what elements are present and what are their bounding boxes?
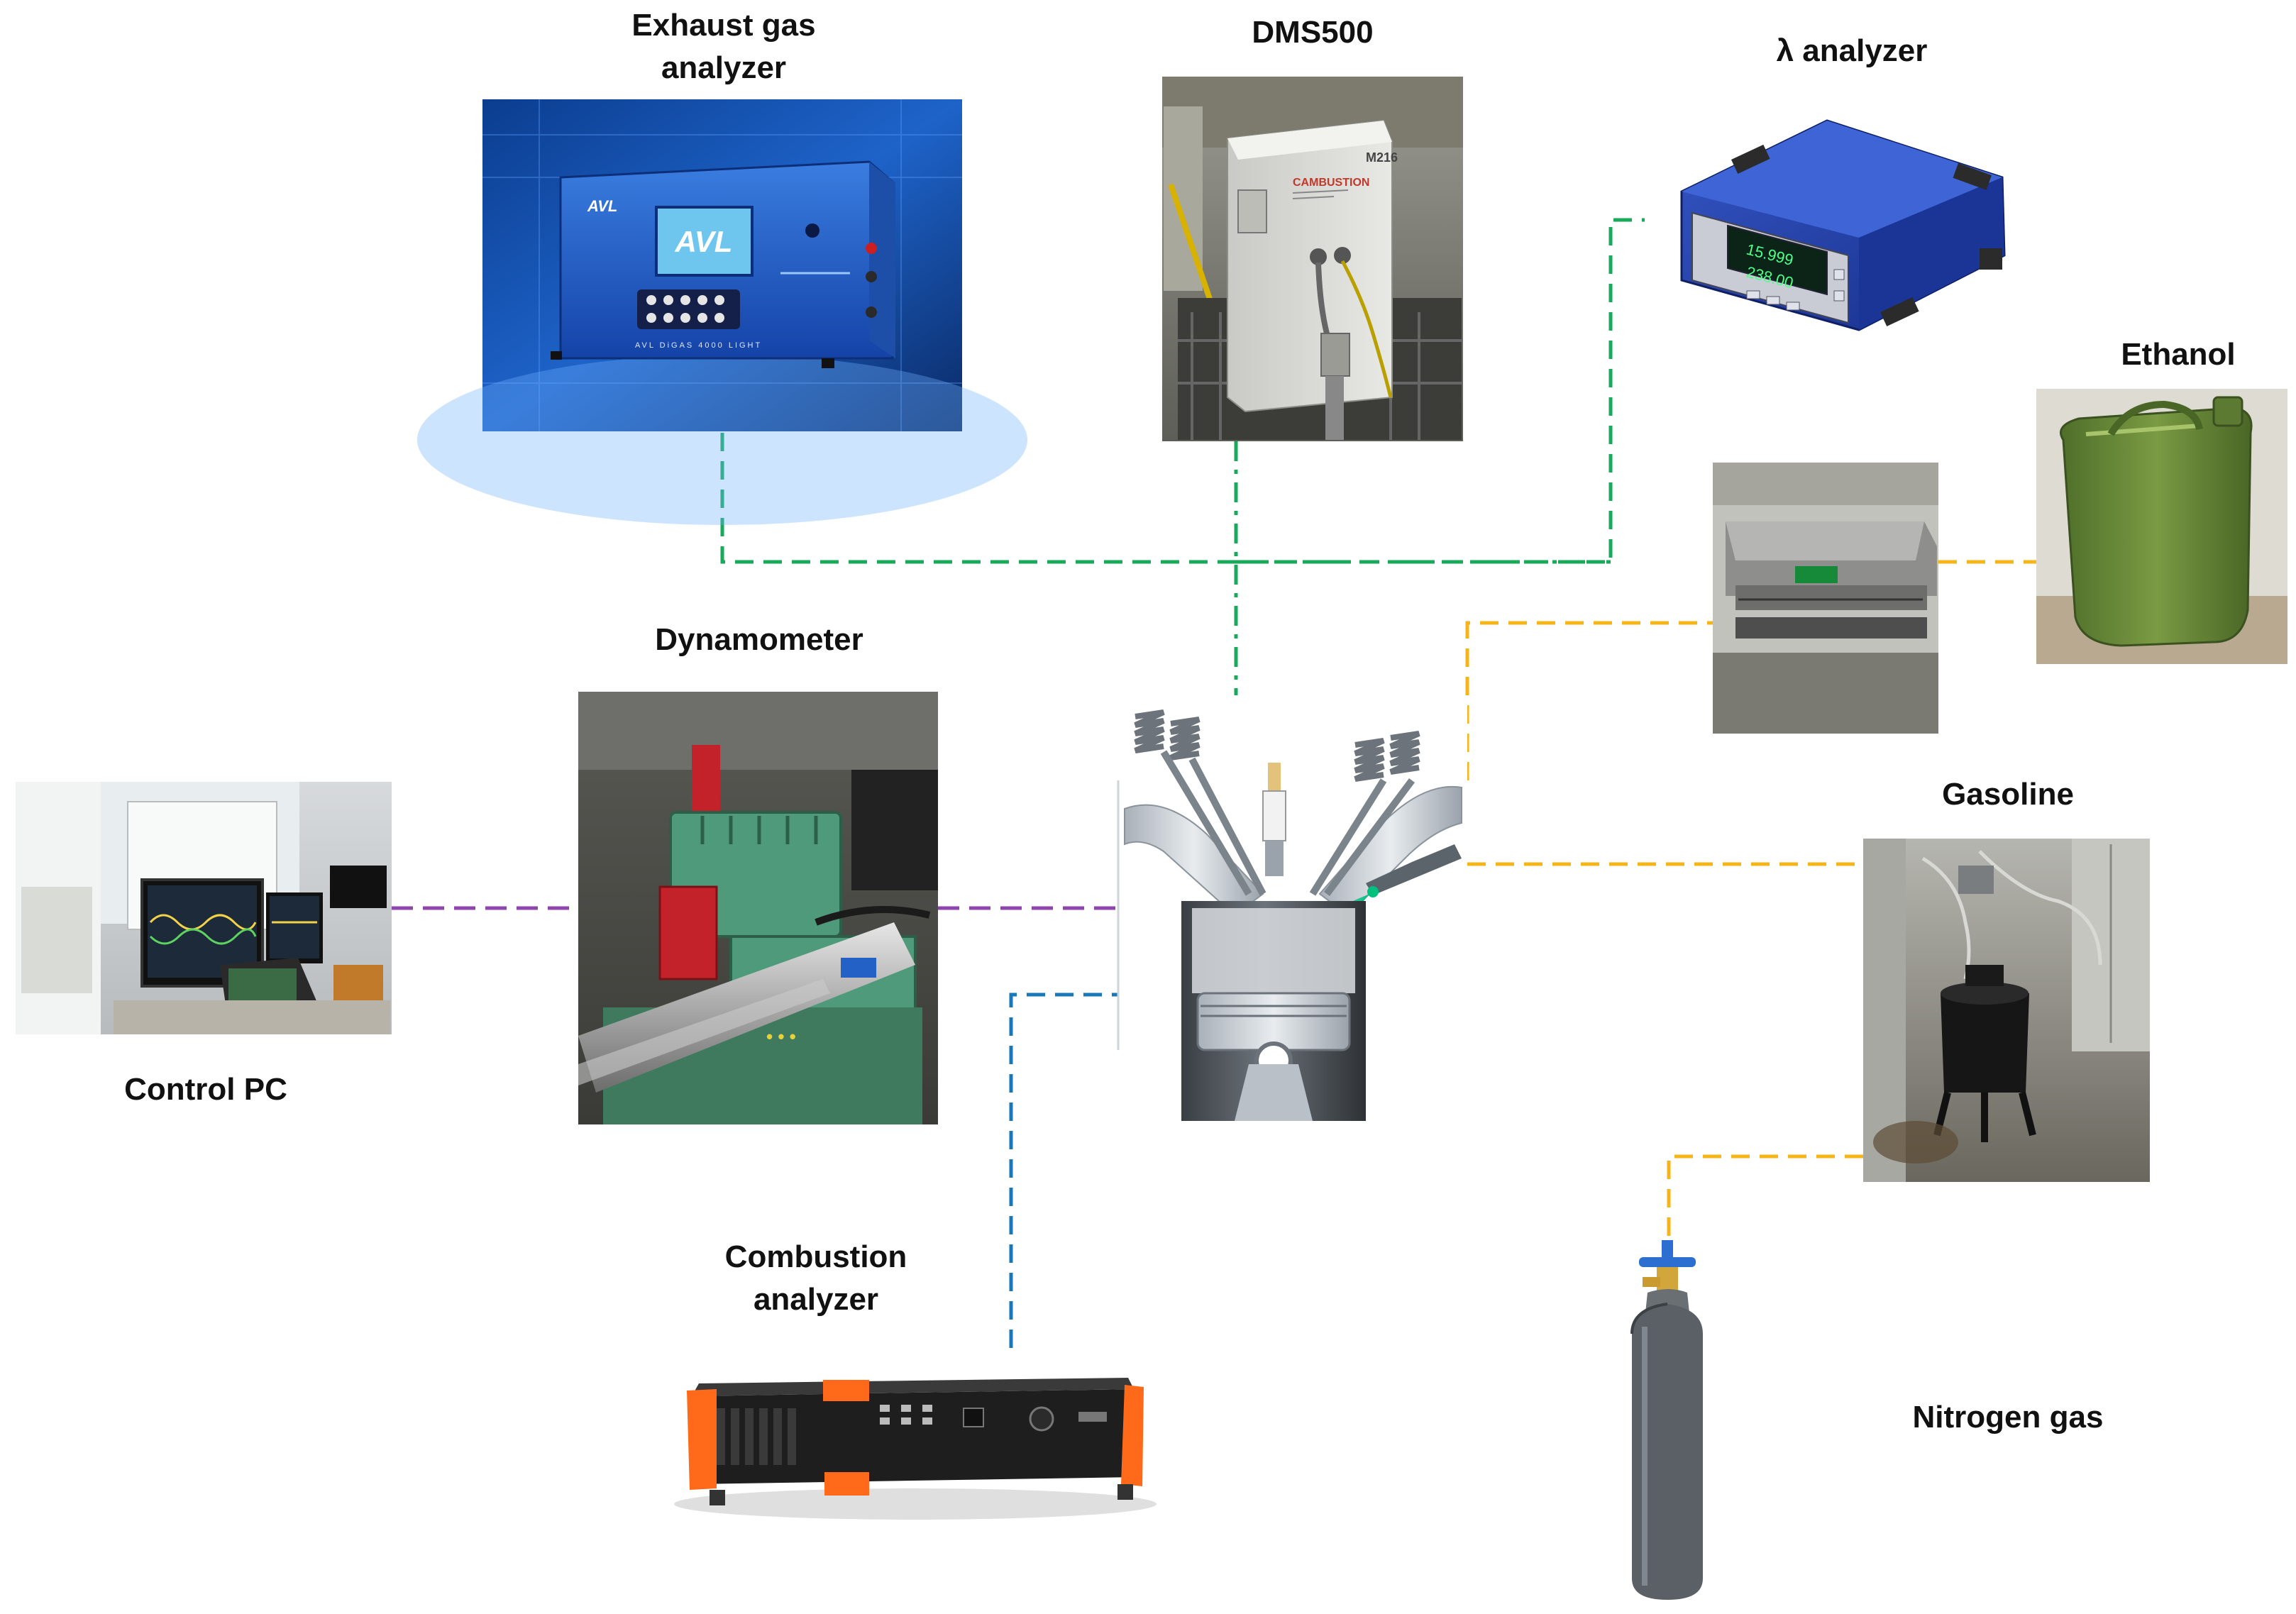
dynamometer-label: Dynamometer <box>655 622 863 657</box>
gasoline-tank-image <box>1863 839 2150 1182</box>
exhaust-label-line1: Exhaust gas <box>631 8 816 43</box>
dms500-label: DMS500 <box>1252 15 1374 50</box>
avl-screen-logo: AVL <box>675 225 733 258</box>
nitrogen-connection-line <box>1667 1154 1863 1236</box>
engine-cylinder-image <box>1117 695 1467 1121</box>
exhaust-label-line2: analyzer <box>661 50 787 85</box>
combustion-analyzer-label: Combustion analyzer <box>681 1236 951 1321</box>
exhaust-connection-line <box>720 218 1645 564</box>
exhaust-gas-analyzer-image: AVL AVL AVL DiGAS 4000 LIGHT <box>417 99 1027 525</box>
combustion-label-line2: analyzer <box>753 1282 879 1317</box>
avl-model-text: AVL DiGAS 4000 LIGHT <box>635 341 762 350</box>
dms500-image: CAMBUSTION M216 <box>1162 77 1463 441</box>
lambda-analyzer-label: λ analyzer <box>1776 33 1928 68</box>
combustion-connection-line <box>1009 993 1118 1348</box>
control-pc-label: Control PC <box>124 1072 287 1107</box>
combustion-label-line1: Combustion <box>724 1239 907 1274</box>
dynamometer-image: • • • <box>578 692 938 1124</box>
nitrogen-gas-label: Nitrogen gas <box>1912 1400 2104 1435</box>
svg-text:• • •: • • • <box>766 1026 796 1047</box>
control-pc-image <box>16 782 392 1034</box>
combustion-analyzer-image <box>674 1378 1157 1520</box>
exhaust-gas-analyzer-label: Exhaust gas analyzer <box>582 4 866 89</box>
avl-brand-logo: AVL <box>587 197 617 215</box>
fuel-connection-line <box>1465 621 1713 780</box>
gasoline-label: Gasoline <box>1942 777 2074 812</box>
cambustion-logo: CAMBUSTION <box>1293 177 1369 189</box>
nitrogen-cylinder-image <box>1630 1240 1703 1600</box>
dms-model-number: M216 <box>1366 150 1398 165</box>
ethanol-can-image <box>2036 389 2287 664</box>
ethanol-label: Ethanol <box>2121 337 2236 372</box>
lambda-analyzer-image: 15.999 238.00 <box>1680 119 2006 331</box>
fuel-controller-image <box>1713 463 1938 734</box>
